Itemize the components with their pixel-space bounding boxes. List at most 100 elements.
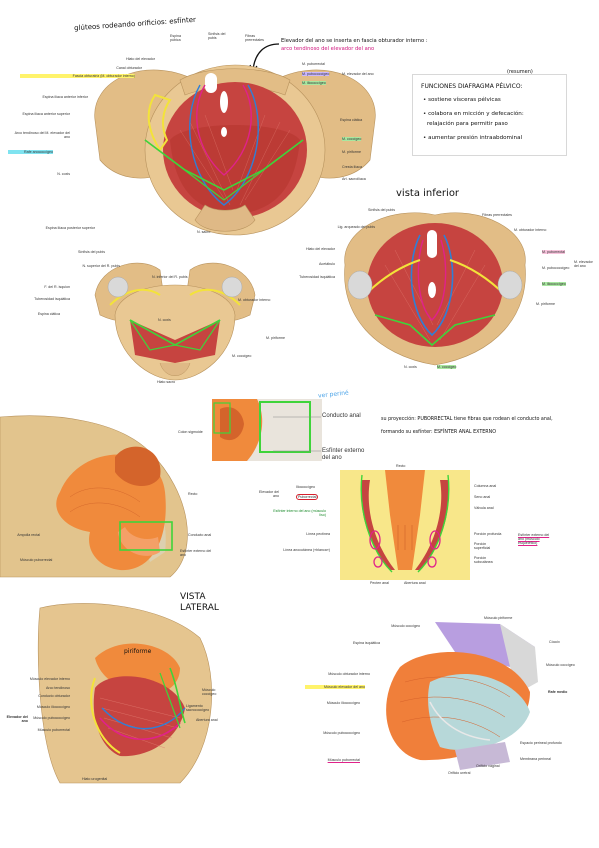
fig6-label: Músculo pubococcígeo xyxy=(33,716,70,720)
fig1-label: Espina ilíaca posterior superior xyxy=(45,226,95,230)
fig5-label: Porción subcutánea xyxy=(474,556,493,564)
zoom-label-esfinter: Esfínter externo del ano xyxy=(322,448,365,461)
fig7-label: Orificio uretral xyxy=(448,771,471,775)
fig7-label: Rafe medio xyxy=(548,690,568,694)
fig3-label: M. piriforme xyxy=(536,302,555,306)
fig1-label: Espina púbica xyxy=(170,34,181,42)
fig1-label: Cresta ilíaca xyxy=(342,165,362,169)
fig2-label: M. obturador interno xyxy=(238,298,271,302)
fig3-label: M. iliococcígeo xyxy=(542,282,566,286)
fig5-label: Esfínter interno del ano (músculo liso) xyxy=(273,509,326,517)
fig2-label: N. coxis xyxy=(158,318,171,322)
fig1-label: Hiato del elevador xyxy=(126,57,155,61)
fig4-label: Músculo puborrectal xyxy=(20,558,53,562)
fig6-label: Abertura anal xyxy=(196,718,218,722)
fig2-label: M. piriforme xyxy=(266,336,285,340)
fig6-label: Elevador del ano xyxy=(6,715,28,723)
fig5-label: Válvula anal xyxy=(474,506,494,510)
fig6-label: Músculo coccígeo xyxy=(202,688,217,696)
fig5-label: Columna anal xyxy=(474,484,497,488)
fig2-label: F. del R. isquion xyxy=(44,285,70,289)
fig5-label: Puborrectal xyxy=(296,494,319,500)
fig7-label: Músculo iliococcígeo xyxy=(326,701,360,705)
fig1-label: Espina ciática xyxy=(340,118,363,122)
fig2-label: Espina ciática xyxy=(37,312,60,316)
fig5-label: Pecten anal xyxy=(370,581,389,585)
figure-anal-canal xyxy=(340,470,470,580)
fig1-label: M. pubococcígeo xyxy=(302,72,330,76)
fig7-label: Orificio vaginal xyxy=(476,764,500,768)
figure-pelvic-floor-3d xyxy=(360,612,540,772)
fig1-label: Fibras prerrectales xyxy=(245,34,264,42)
fig2-label: Hiato sacro xyxy=(157,380,176,384)
note-item: • aumentar presión intraabdominal xyxy=(423,135,523,141)
fig3-label: Fibras prerrectales xyxy=(482,213,512,217)
figure-rectum-lateral xyxy=(0,412,215,582)
fig6-label: Músculo elevador interno xyxy=(29,677,70,681)
fig5-label: Esfínter externo del ano (músculo esquel… xyxy=(518,533,550,545)
fig6-label: Conducto obturador xyxy=(38,694,70,698)
fig3-label: M. obturador interno xyxy=(514,228,547,232)
fig7-label: Membrana perineal xyxy=(520,757,551,761)
fig1-label: Espina ilíaca anterior superior xyxy=(22,112,70,116)
fig7-label: Músculo elevador del ano xyxy=(305,685,365,689)
note-tag: (resumen) xyxy=(507,69,533,75)
fig1-label: M. coccígeo xyxy=(342,137,362,141)
fig5-label: Línea anocutánea («blanca») xyxy=(283,548,330,552)
note-item: relajación para permitir paso xyxy=(427,121,508,127)
fig1-label: Sínfisis del pubis xyxy=(208,32,226,40)
piriforme-hand: piriforme xyxy=(124,648,152,655)
figure-pelvis-lower xyxy=(90,245,260,385)
fig1-label: Arco tendinoso del M. elevador del ano xyxy=(14,131,70,139)
fig6-label: Músculo iliococcígeo xyxy=(36,705,70,709)
fig3-label: M. elevador del ano xyxy=(574,260,593,268)
vista-lateral-line2: LATERAL xyxy=(180,603,219,613)
fig7-label: Músculo obturador interno xyxy=(328,672,370,676)
fig7-label: Músculo coccígeo xyxy=(391,624,420,628)
fig3-label: M. puborrectal xyxy=(542,250,565,254)
fig3-label: Acetábulo xyxy=(319,262,335,266)
vista-lateral-title: VISTA LATERAL xyxy=(180,592,219,614)
top-title: glúteos rodeando orificios: esfínter xyxy=(73,15,197,33)
fig1-label: Canal obturador xyxy=(116,66,142,70)
fig7-label: Músculo piriforme xyxy=(484,616,513,620)
puborrectal-line1: su proyección: PUBORRECTAL tiene fibras … xyxy=(381,417,553,422)
fig2-label: N. inferior del R. pubis xyxy=(152,275,188,279)
fig1-label: N. sacro xyxy=(197,230,211,234)
fig1-label: M. iliococcígeo xyxy=(302,81,326,85)
fig1-label: Espina ilíaca anterior inferior xyxy=(42,95,88,99)
zoom-anal-canal xyxy=(212,399,322,461)
fig4-label: Recto xyxy=(188,492,198,496)
fig3-label: Hiato del elevador xyxy=(306,247,335,251)
fig5-label: Línea pectínea xyxy=(306,532,330,536)
note-item: • sostiene vísceras pélvicas xyxy=(423,97,501,103)
fig7-label: Músculo pubococcígeo xyxy=(323,731,360,735)
fig4-label: Colon sigmoide xyxy=(178,430,203,434)
fig1-label: Rafe anococcígeo xyxy=(8,150,53,154)
fig5-label: Recto xyxy=(396,464,406,468)
fig5-label: Iliococcígeo xyxy=(296,485,315,489)
fig7-label: Cóccix xyxy=(549,640,560,644)
fig4-label: Esfínter externo del ano xyxy=(180,549,212,557)
fig5-label: Porción superficial xyxy=(474,542,491,550)
fig6-label: Hiato urogenital xyxy=(82,777,108,781)
fig5-label: Seno anal xyxy=(474,495,491,499)
fig2-label: M. coccígeo xyxy=(232,354,252,358)
figure-pelvic-floor-lateral xyxy=(37,598,220,788)
fig3-label: Tuberosidad isquiática xyxy=(299,275,335,279)
fig3-label: M. pubococcígeo xyxy=(542,266,570,270)
figure-pelvis-superior xyxy=(85,40,385,240)
fig3-label: M. coccígeo xyxy=(437,365,457,369)
fig1-label: N. coxis xyxy=(57,172,70,176)
fig6-label: Arco tendinoso xyxy=(46,686,70,690)
ver-perine: ver periné xyxy=(317,389,350,400)
vista-lateral-line1: VISTA xyxy=(180,592,206,602)
fig3-label: Sínfisis del pubis xyxy=(368,208,395,212)
fig1-label: M. elevador del ano xyxy=(342,72,374,76)
fig4-label: Ampolla rectal xyxy=(17,533,40,537)
figure-pelvis-inferior xyxy=(335,205,535,370)
zoom-label-conducto: Conducto anal xyxy=(322,413,361,419)
fig1-label: M. piriforme xyxy=(342,150,361,154)
fig7-label: Músculo coccígeo xyxy=(546,663,575,667)
fig7-label: Espacio perineal profundo xyxy=(520,741,562,745)
